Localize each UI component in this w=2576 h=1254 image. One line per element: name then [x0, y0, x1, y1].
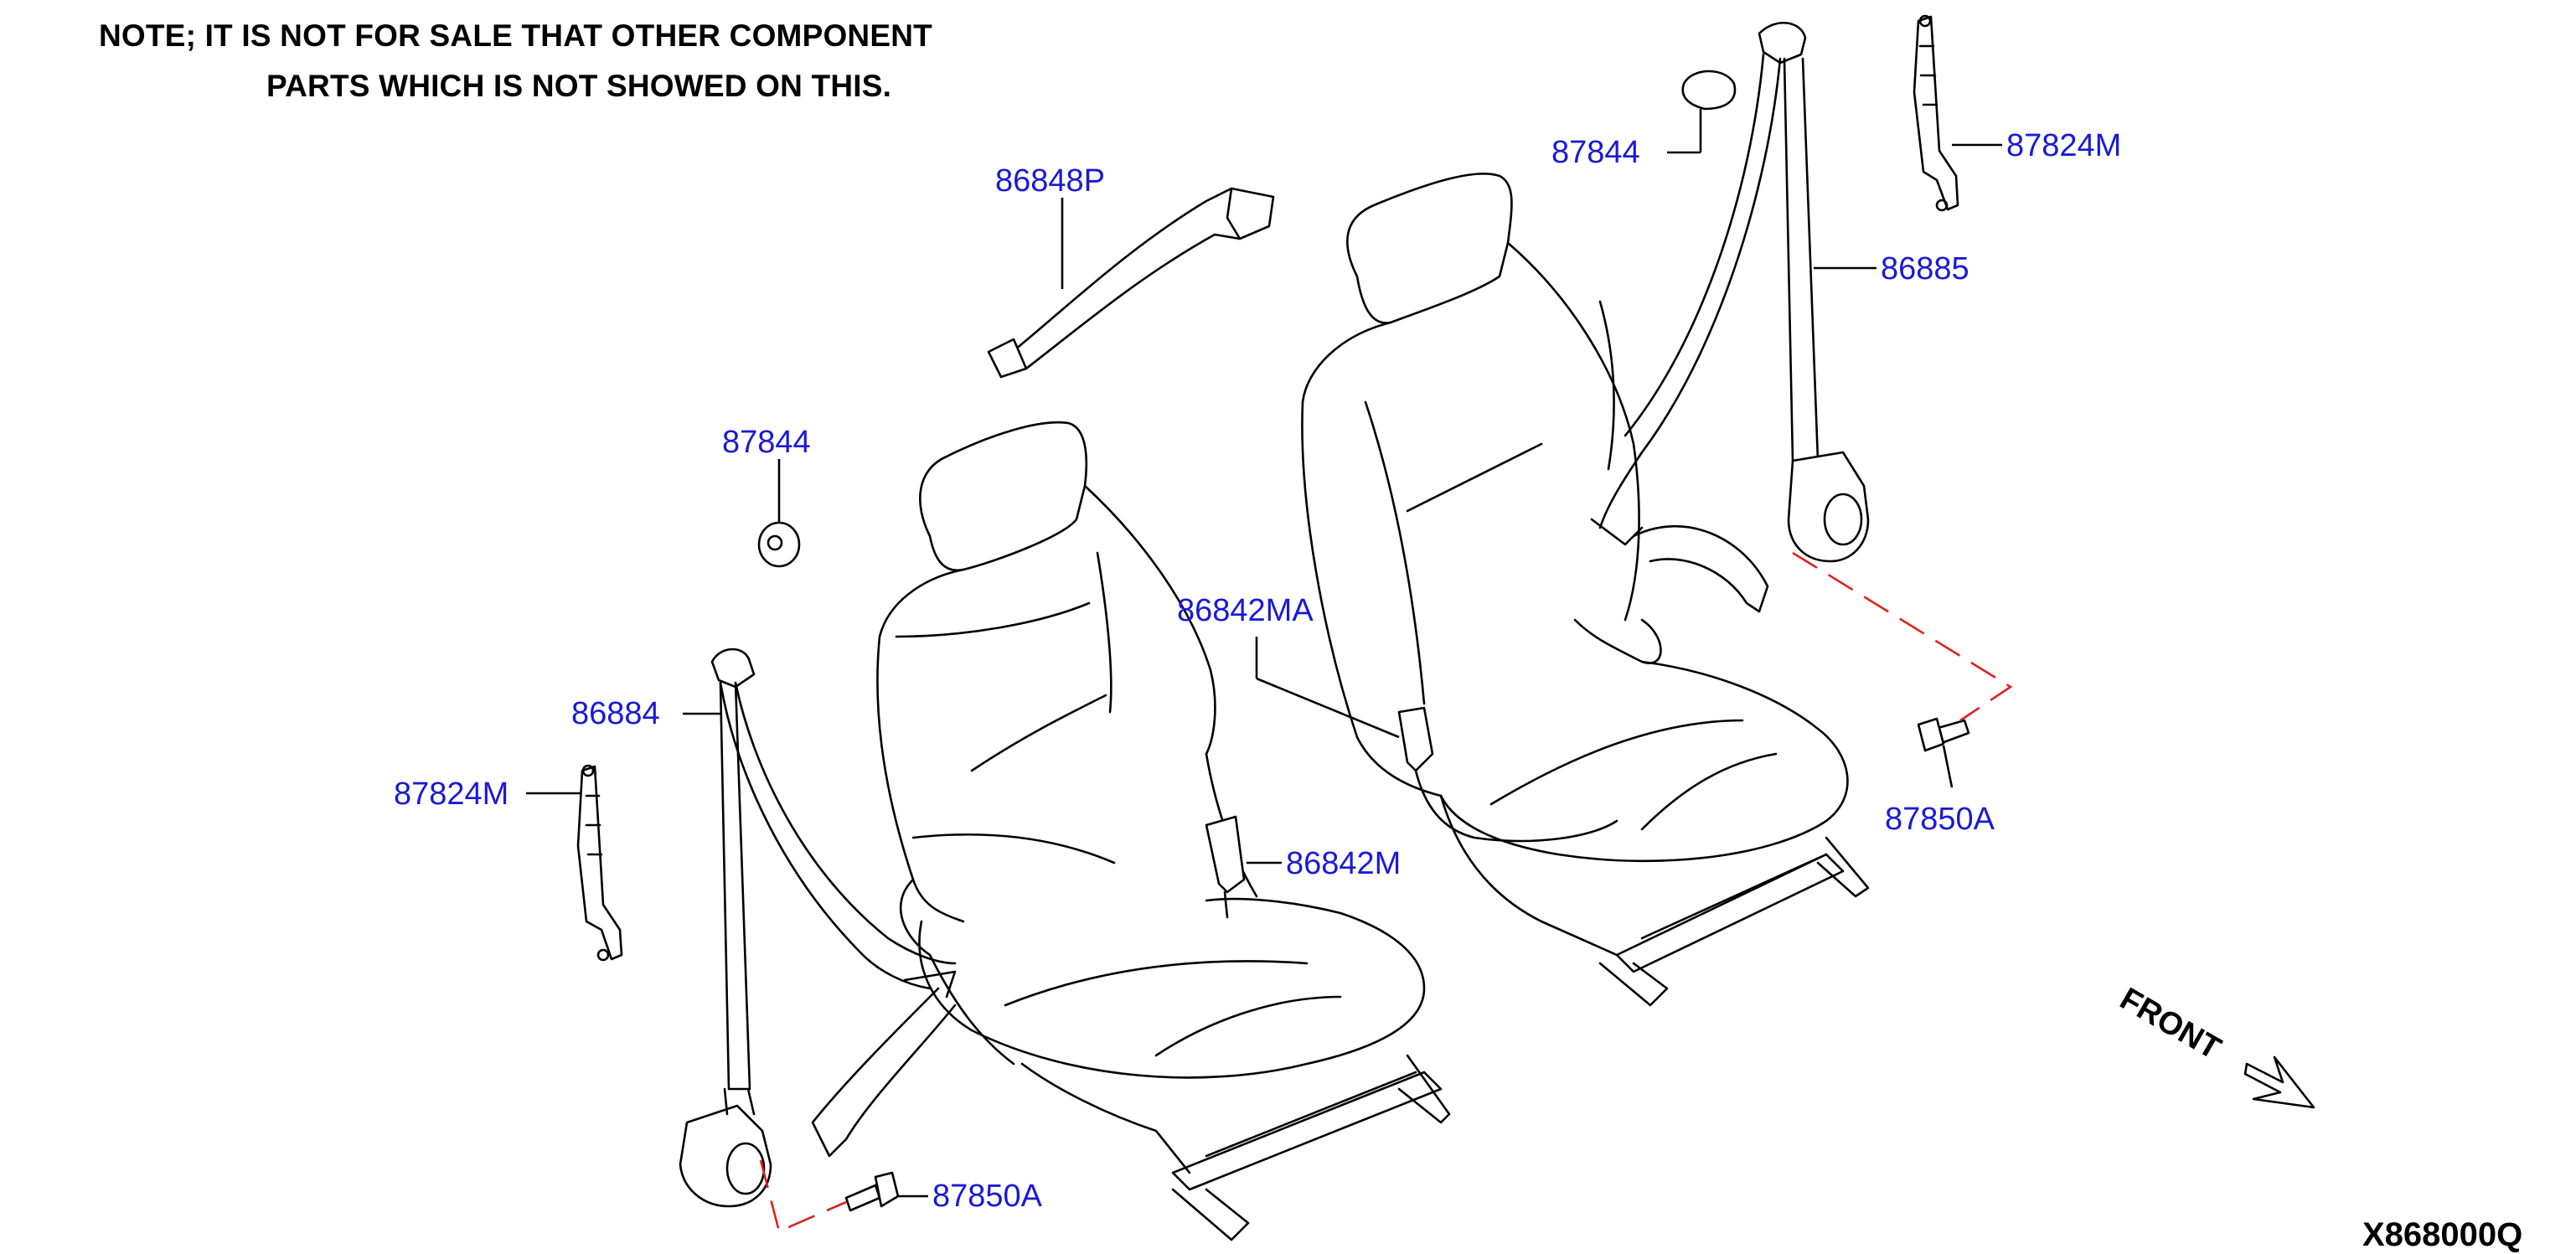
front-direction-indicator: FRONT	[2114, 981, 2315, 1109]
note-line-1: NOTE; IT IS NOT FOR SALE THAT OTHER COMP…	[99, 18, 932, 53]
label-86842M: 86842M	[1286, 846, 1401, 881]
front-arrow-icon	[2243, 1055, 2315, 1109]
label-87844-left: 87844	[722, 425, 811, 460]
buckle-86842M	[1205, 815, 1246, 919]
label-87844-right: 87844	[1551, 135, 1640, 170]
front-label: FRONT	[2114, 981, 2227, 1066]
label-87824M-right: 87824M	[2006, 128, 2121, 163]
height-adjuster-bracket-left	[576, 764, 623, 962]
install-dashed-line-right	[1792, 551, 2013, 722]
note-line-2: PARTS WHICH IS NOT SHOWED ON THIS.	[266, 69, 892, 103]
height-adjuster-bracket-right	[1913, 14, 1959, 212]
anchor-bolt-right	[1917, 717, 1970, 752]
seat-belt-assembly-86884	[679, 648, 957, 1208]
label-86842MA: 86842MA	[1177, 593, 1314, 628]
diagram-code: X868000Q	[2362, 1216, 2523, 1253]
belt-anchor-cap-right	[1681, 70, 1737, 111]
label-87824M-left: 87824M	[394, 777, 508, 812]
label-86885: 86885	[1881, 251, 1969, 286]
leader-lines	[526, 109, 2002, 1198]
label-87850A-left: 87850A	[932, 1179, 1043, 1214]
belt-anchor-cap-left	[757, 521, 801, 568]
belt-guide-86848P	[987, 187, 1275, 379]
left-seat	[876, 421, 1451, 1241]
seat-belt-assembly-86885	[1590, 21, 1870, 613]
label-86848P: 86848P	[995, 163, 1105, 199]
install-dashed-line-left	[759, 1159, 847, 1233]
buckle-86842MA	[1397, 706, 1618, 843]
label-87850A-right: 87850A	[1885, 802, 1995, 837]
anchor-bolt-left	[844, 1171, 900, 1212]
label-86884: 86884	[571, 696, 660, 731]
part-labels: 86848P 87844 87844 87824M 86885 86842MA …	[394, 128, 2121, 1214]
right-seat	[1301, 173, 1870, 1007]
